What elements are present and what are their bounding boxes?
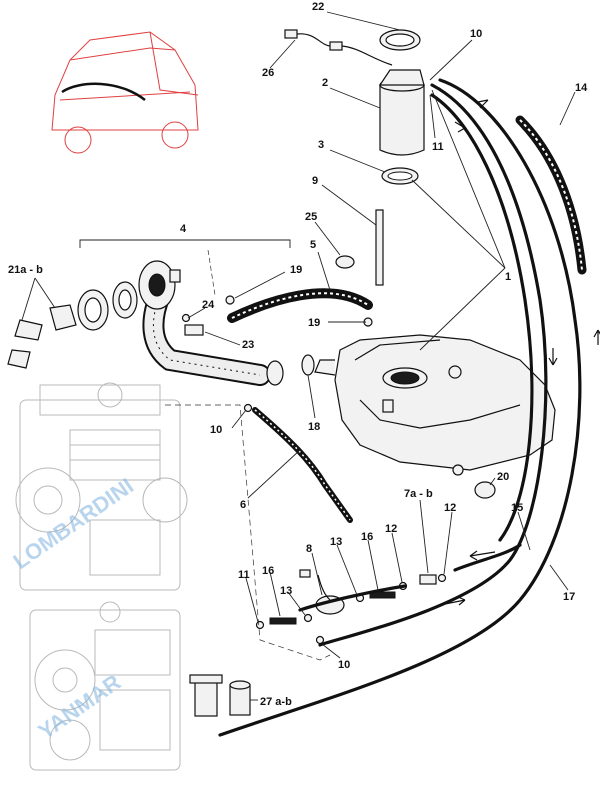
part-labels: 22 10 26 2 14 11 3 9 1 4 25 21a - b 5 19… bbox=[8, 1, 588, 708]
label-21a-b: 21a - b bbox=[8, 264, 43, 276]
label-11-top: 11 bbox=[432, 141, 444, 153]
label-6: 6 bbox=[240, 499, 246, 511]
label-20: 20 bbox=[497, 471, 509, 483]
label-25: 25 bbox=[305, 211, 317, 223]
label-1: 1 bbox=[505, 271, 511, 283]
label-19-lower: 19 bbox=[308, 317, 320, 329]
clip-10b bbox=[243, 403, 253, 413]
label-12-right: 12 bbox=[444, 502, 456, 514]
clamp-18 bbox=[301, 354, 315, 376]
label-27a-b: 27 a-b bbox=[260, 696, 292, 708]
label-16-right: 16 bbox=[361, 531, 373, 543]
leader-lines bbox=[21, 11, 576, 701]
label-4: 4 bbox=[180, 223, 187, 235]
label-8: 8 bbox=[306, 543, 312, 555]
breather-hose bbox=[227, 288, 373, 323]
label-24: 24 bbox=[202, 299, 215, 311]
label-13-upper: 13 bbox=[330, 536, 342, 548]
valve-23 bbox=[184, 324, 204, 336]
label-17: 17 bbox=[563, 591, 575, 603]
label-18: 18 bbox=[308, 421, 320, 433]
hose-clamp bbox=[335, 255, 355, 269]
label-9: 9 bbox=[312, 175, 318, 187]
grommet-20 bbox=[474, 481, 496, 499]
lower-line-components bbox=[255, 569, 447, 645]
label-26: 26 bbox=[262, 67, 274, 79]
label-2: 2 bbox=[322, 77, 328, 89]
label-16-left: 16 bbox=[262, 565, 274, 577]
watermark-yanmar: YANMAR bbox=[34, 669, 126, 744]
label-10-bottom: 10 bbox=[338, 659, 350, 671]
engine-ghost-upper bbox=[15, 382, 188, 591]
label-10-mid: 10 bbox=[210, 424, 222, 436]
label-13-lower: 13 bbox=[280, 585, 292, 597]
label-11-lower: 11 bbox=[238, 569, 250, 581]
return-hose bbox=[252, 407, 353, 523]
fuel-filters bbox=[189, 674, 251, 717]
bracket-4 bbox=[79, 239, 291, 248]
level-rod bbox=[375, 209, 384, 286]
label-15: 15 bbox=[511, 502, 523, 514]
label-19-upper: 19 bbox=[290, 264, 302, 276]
flow-arrows bbox=[439, 99, 600, 606]
label-14: 14 bbox=[575, 82, 588, 94]
label-7a-b: 7a - b bbox=[404, 488, 433, 500]
reference-lines bbox=[165, 249, 331, 661]
filler-neck bbox=[138, 260, 284, 386]
label-5: 5 bbox=[310, 239, 316, 251]
label-23: 23 bbox=[242, 339, 254, 351]
clip-24 bbox=[181, 313, 191, 323]
engine-ghost-lower bbox=[29, 601, 181, 771]
label-22: 22 bbox=[312, 1, 324, 13]
filler-cap bbox=[7, 281, 138, 369]
label-12-left: 12 bbox=[385, 523, 397, 535]
fuel-lines bbox=[218, 78, 587, 737]
label-3: 3 bbox=[318, 139, 324, 151]
wiring-harness bbox=[284, 29, 393, 66]
watermark-lombardini: LOMBARDINI bbox=[9, 473, 138, 574]
fuel-pump-assembly bbox=[378, 29, 425, 185]
clip-19a bbox=[225, 295, 235, 305]
label-10-top: 10 bbox=[470, 28, 482, 40]
car-outline bbox=[51, 31, 199, 154]
fuel-tank bbox=[314, 334, 556, 476]
